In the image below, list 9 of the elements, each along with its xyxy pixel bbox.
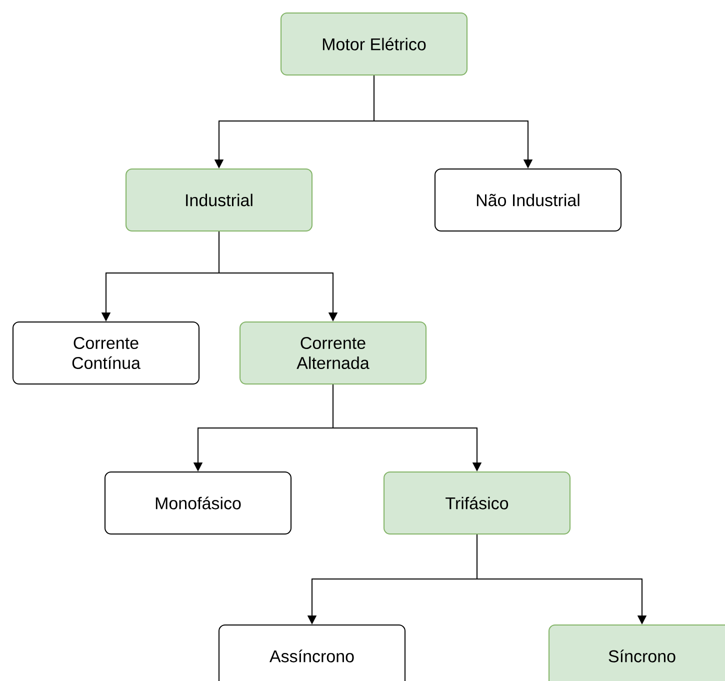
flow-box: Industrial	[126, 168, 312, 232]
flow-box: Assíncrono	[218, 624, 406, 681]
flow-box: Corrente Contínua	[12, 322, 200, 384]
flow-box: Não Industrial	[434, 168, 622, 232]
flow-box: Síncrono	[548, 624, 725, 681]
flow-box: Motor Elétrico	[280, 12, 468, 76]
flow-box: Corrente Alternada	[240, 322, 426, 384]
flow-box: Trifásico	[384, 472, 570, 534]
flow-box: Monofásico	[104, 472, 292, 534]
